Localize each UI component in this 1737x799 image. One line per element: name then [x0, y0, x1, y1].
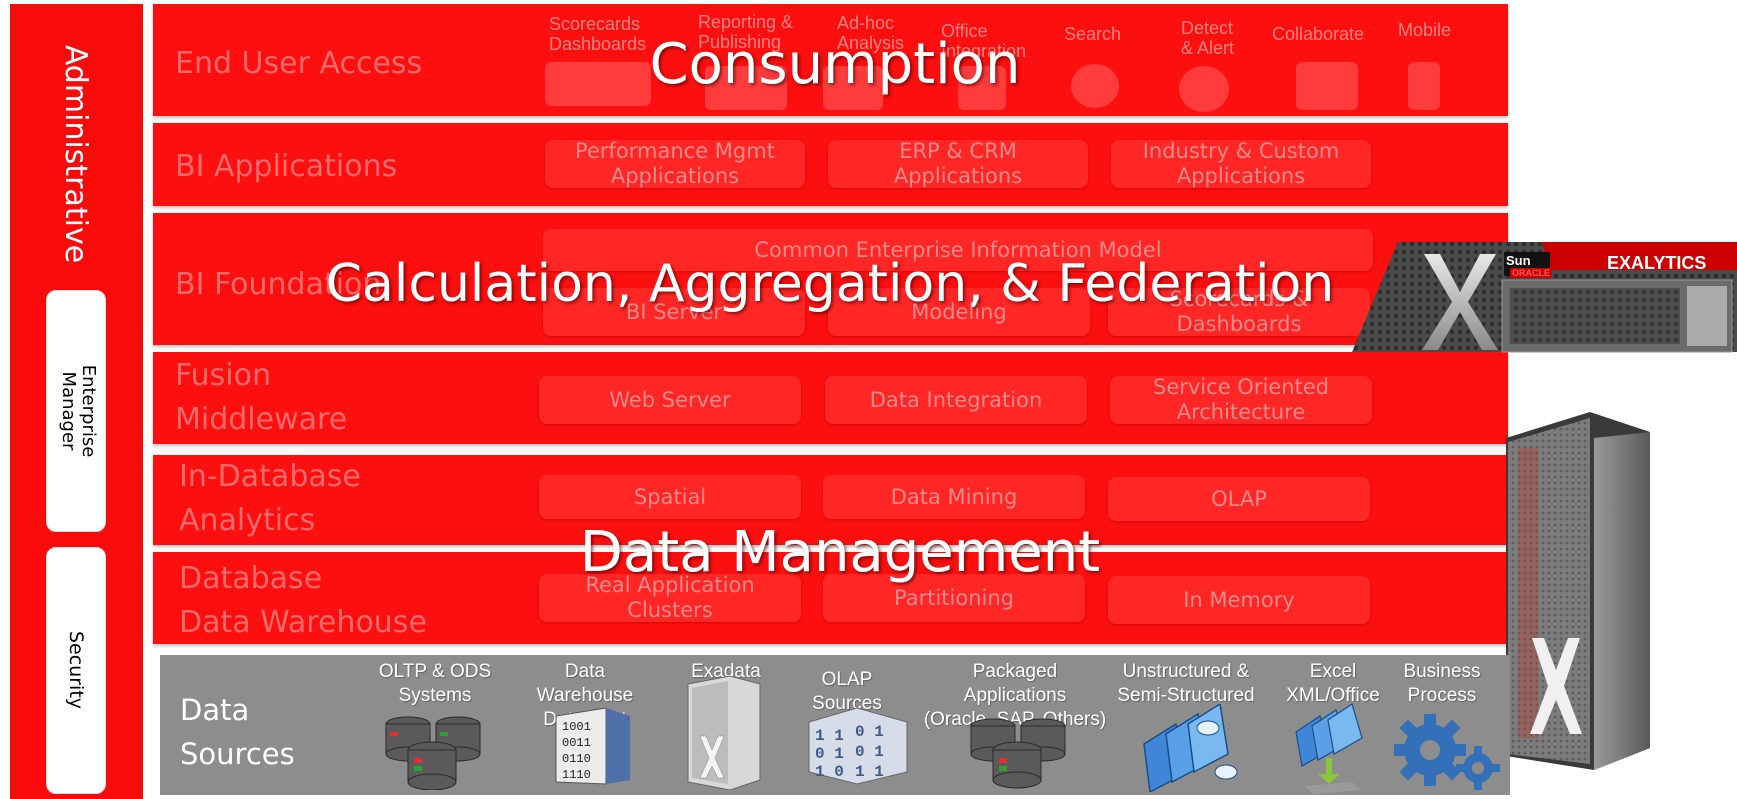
collaborate-icon	[1296, 62, 1358, 110]
exalytics-server-image	[1352, 242, 1737, 353]
alert-icon	[1179, 66, 1229, 112]
data-management-heading: Data Management	[579, 520, 1101, 585]
bi-foundation-label: BI Foundation	[175, 267, 382, 302]
scorecards-icon	[545, 62, 651, 106]
bi-applications-label: BI Applications	[175, 149, 398, 184]
rac-box: Real Application Clusters	[539, 573, 801, 622]
scorecards-dashboards-box: Scorecards & Dashboards	[1108, 287, 1370, 336]
in-database-analytics-layer: In-Database Analytics Spatial Data Minin…	[153, 455, 1508, 545]
end-user-access-layer: End User Access	[153, 4, 1508, 116]
url-folders-icon	[1143, 704, 1238, 792]
ds-item-label: Excel XML/Office	[1286, 661, 1380, 706]
database-layer: Database Data Warehouse Real Application…	[153, 552, 1508, 644]
svg-text:0011: 0011	[562, 736, 591, 750]
in-memory-box: In Memory	[1108, 576, 1370, 624]
consumption-heading: Consumption	[649, 32, 1021, 97]
fusion-middleware-layer: Fusion Middleware Web Server Data Integr…	[153, 352, 1508, 444]
svg-text:1 0: 1 0	[815, 763, 844, 781]
ds-item-label: OLAP Sources	[812, 669, 882, 714]
data-sources-title: Data Sources	[180, 693, 295, 771]
fusion-middleware-label: Fusion Middleware	[175, 358, 348, 437]
ua-item-label: Detect & Alert	[1181, 18, 1235, 58]
bi-server-box: BI Server	[543, 288, 805, 336]
administrative-label: Administrative	[58, 44, 93, 264]
performance-mgmt-box: Performance Mgmt Applications	[545, 139, 805, 188]
partitioning-box: Partitioning	[823, 574, 1085, 622]
ds-item-label: Exadata	[691, 661, 761, 682]
oracle-logo-text: ORACLE	[1510, 268, 1552, 278]
exalytics-brand: EXALYTICS	[1607, 253, 1707, 273]
administrative-column: Administrative Enterprise Manager Securi…	[10, 4, 143, 799]
end-user-access-label: End User Access	[175, 46, 423, 81]
svg-text:1001: 1001	[562, 720, 591, 734]
exadata-rack-image	[1506, 412, 1650, 770]
industry-custom-box: Industry & Custom Applications	[1111, 139, 1371, 188]
ua-item-label: Collaborate	[1272, 24, 1365, 44]
erp-crm-box: ERP & CRM Applications	[828, 139, 1088, 188]
calculation-heading: Calculation, Aggregation, & Federation	[325, 254, 1335, 314]
in-database-analytics-label: In-Database Analytics	[179, 459, 361, 538]
database-cluster-icon	[970, 718, 1066, 789]
web-server-box: Web Server	[539, 376, 801, 424]
svg-text:0 1: 0 1	[815, 745, 844, 763]
soa-box: Service Oriented Architecture	[1110, 375, 1372, 424]
common-model-box: Common Enterprise Information Model	[543, 229, 1373, 271]
bi-applications-layer: BI Applications Performance Mgmt Applica…	[153, 123, 1508, 206]
svg-text:1110: 1110	[562, 768, 591, 782]
adhoc-analysis-icon	[823, 66, 883, 110]
office-integration-icon	[958, 66, 1006, 110]
data-mining-box: Data Mining	[823, 475, 1085, 519]
ua-item-label: Reporting & Publishing	[698, 12, 794, 52]
ua-item-label: Ad-hoc Analysis	[837, 13, 905, 53]
ds-item-label: Packaged Applications (Oracle, SAP, Othe…	[923, 661, 1107, 730]
bi-foundation-layer: BI Foundation Common Enterprise Informat…	[153, 213, 1508, 345]
server-rack-icon	[687, 676, 761, 790]
security-pill: Security	[46, 547, 106, 794]
ua-item-label: Office Integration	[941, 21, 1027, 61]
svg-text:1 1: 1 1	[815, 727, 844, 745]
spatial-box: Spatial	[539, 475, 801, 519]
svg-text:1 1: 1 1	[855, 763, 884, 781]
olap-box: OLAP	[1108, 477, 1370, 521]
gears-icon	[1394, 714, 1500, 790]
svg-text:0110: 0110	[562, 752, 591, 766]
ua-item-label: Search	[1064, 24, 1122, 44]
ds-item-label: Unstructured & Semi-Structured	[1117, 661, 1255, 706]
ua-item-label: Scorecards Dashboards	[549, 14, 647, 54]
svg-text:0 1: 0 1	[855, 743, 884, 761]
data-integration-box: Data Integration	[825, 376, 1087, 424]
ua-item-label: Mobile	[1398, 20, 1452, 40]
binary-building-icon: 1001 0011 0110 1110	[555, 707, 630, 785]
security-label: Security	[65, 630, 87, 710]
enterprise-manager-label: Enterprise Manager	[58, 364, 99, 458]
mobile-icon	[1408, 62, 1440, 110]
office-documents-icon	[1295, 703, 1363, 794]
search-icon	[1071, 64, 1119, 108]
database-cluster-icon	[385, 716, 481, 790]
modeling-box: Modeling	[828, 288, 1090, 336]
ds-item-label: OLTP & ODS Systems	[378, 661, 492, 706]
svg-text:0 1: 0 1	[855, 723, 884, 741]
sun-logo-text: Sun	[1506, 253, 1531, 268]
ds-item-label: Business Process	[1403, 661, 1481, 706]
reporting-icon	[705, 66, 787, 110]
database-label: Database Data Warehouse	[179, 561, 427, 640]
enterprise-manager-pill: Enterprise Manager	[46, 290, 106, 532]
